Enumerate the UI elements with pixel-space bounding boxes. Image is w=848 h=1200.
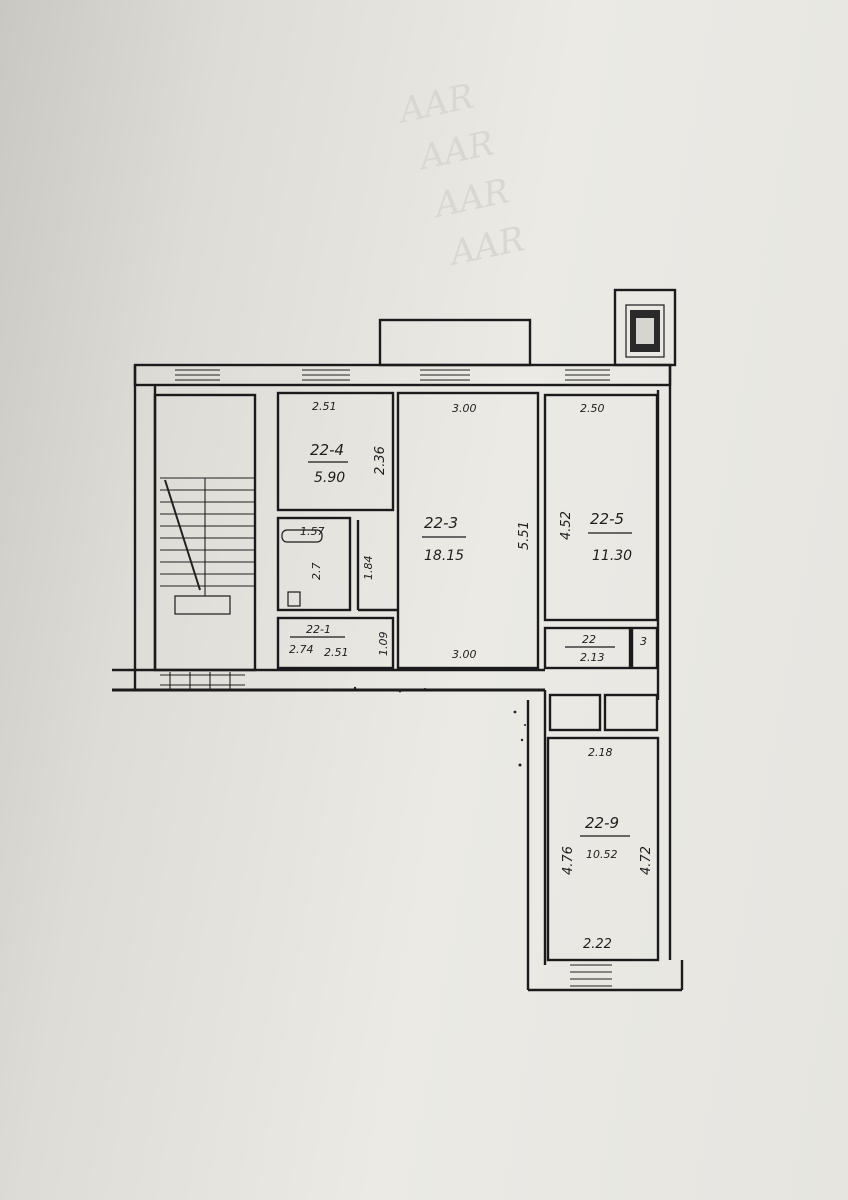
shaft-label: 3 (640, 635, 647, 648)
bathroom-side: 1.84 (362, 556, 375, 581)
room-22-3-id: 22-3 (424, 514, 458, 532)
staircase (153, 393, 257, 672)
room-22-9-id: 22-9 (585, 814, 619, 832)
bathtub-icon (281, 529, 323, 607)
paper-bleed-through: AAR AAR AAR AAR (393, 77, 528, 275)
label-room-22-4: 2.51 22-4 5.90 2.36 (308, 400, 388, 486)
room-22-4-outline (276, 391, 395, 512)
room-22-4-width: 2.51 (312, 400, 337, 413)
room-22-5-area: 11.30 (592, 548, 632, 564)
outer-walls (112, 363, 672, 700)
shaft-outline (630, 626, 659, 670)
room-22-1-area: 2.74 (289, 643, 314, 656)
svg-text:AAR: AAR (413, 123, 497, 178)
room-22-9-outline (546, 736, 660, 962)
label-room-22-1: 22-1 2.74 2.51 1.09 (289, 623, 390, 659)
room-22-1-depth: 1.09 (377, 632, 390, 657)
room-22-5-depth: 4.52 (559, 511, 574, 540)
room-22-1-id: 22-1 (306, 623, 331, 636)
label-room-22-9: 2.18 22-9 10.52 4.76 4.72 2.22 (561, 746, 654, 952)
corridor-22-width: 2.13 (580, 651, 605, 664)
label-bathroom: 1.57 2.7 1.84 (300, 525, 375, 580)
room-22-1-outline (276, 616, 395, 670)
room-22-5-width: 2.50 (580, 402, 605, 415)
svg-text:AAR: AAR (393, 77, 477, 132)
room-22-4-area: 5.90 (314, 470, 345, 486)
room-22-9-width-bottom: 2.22 (583, 937, 612, 952)
room-22-3-width-top: 3.00 (452, 402, 477, 415)
room-22-3-outline (396, 391, 540, 670)
corridor-22-outline (543, 626, 632, 670)
passage-outline (548, 693, 602, 732)
chimney (613, 288, 677, 367)
room-22-1-width: 2.51 (324, 646, 349, 659)
bathroom-outline (276, 516, 352, 612)
storage-outline (603, 693, 659, 732)
room-22-9-depth-right: 4.72 (639, 846, 654, 875)
svg-text:AAR: AAR (444, 219, 528, 274)
windows (160, 369, 612, 987)
corridor-22-id: 22 (582, 633, 596, 646)
room-22-3-width-bottom: 3.00 (452, 648, 477, 661)
bathroom-area: 2.7 (310, 563, 323, 581)
room-22-5-outline (543, 393, 659, 622)
room-22-9-area: 10.52 (586, 848, 618, 861)
room-22-9-depth-left: 4.76 (561, 846, 576, 875)
bathroom-width: 1.57 (300, 525, 325, 538)
room-22-3-area: 18.15 (424, 548, 464, 564)
room-22-5-id: 22-5 (590, 510, 624, 528)
svg-text:AAR: AAR (428, 171, 512, 226)
label-room-22-5: 2.50 4.52 22-5 11.30 (559, 402, 632, 564)
room-22-9-walls (526, 690, 684, 992)
balcony (378, 318, 532, 367)
label-room-22-3: 3.00 22-3 18.15 5.51 3.00 (422, 402, 532, 661)
room-22-3-depth: 5.51 (517, 521, 532, 550)
scan-noise (328, 686, 526, 767)
room-22-4-depth: 2.36 (373, 446, 388, 475)
room-22-4-id: 22-4 (310, 441, 344, 459)
room-22-9-width-top: 2.18 (588, 746, 613, 759)
label-corridor-22: 22 2.13 3 (565, 633, 647, 664)
